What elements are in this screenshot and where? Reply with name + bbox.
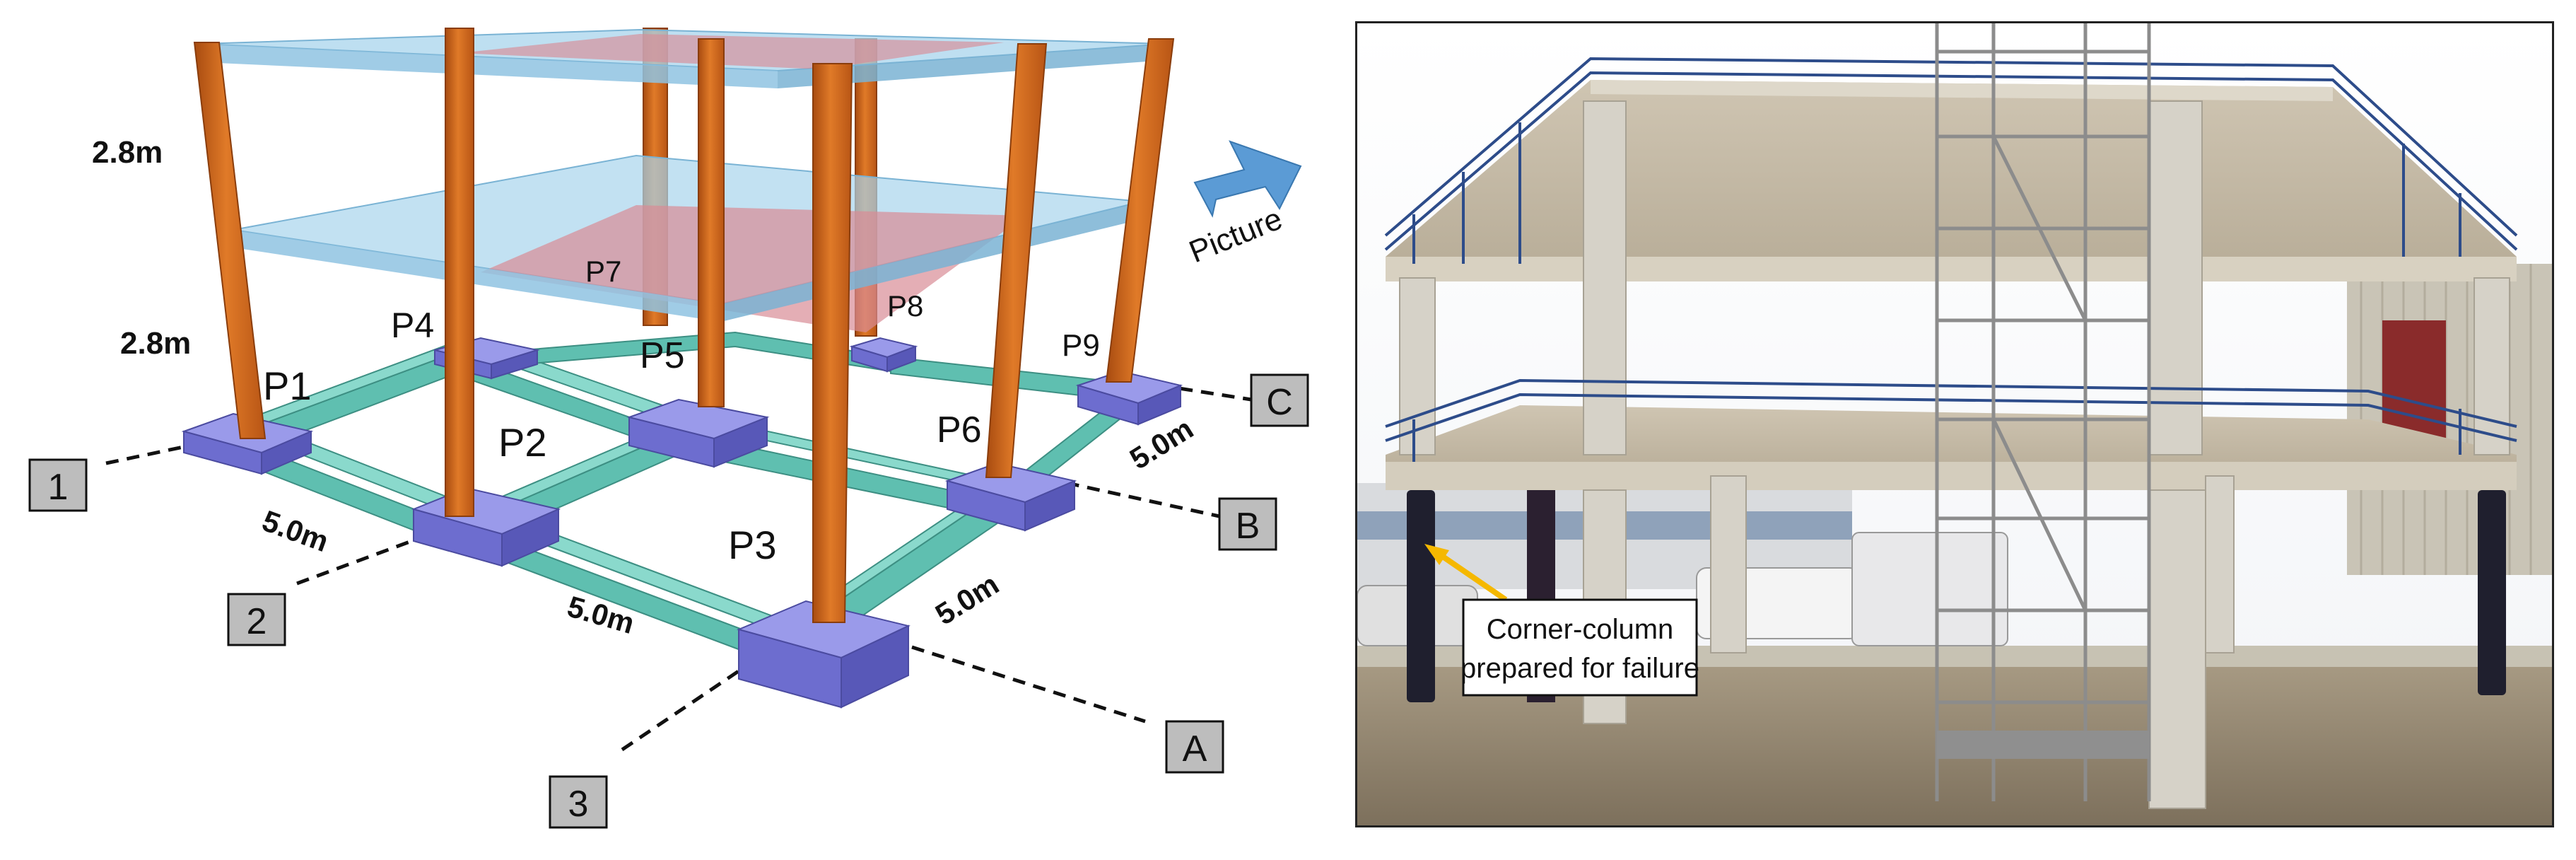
footing-p3 xyxy=(736,600,911,709)
building-photo: Corner-column prepared for failure xyxy=(1355,21,2554,827)
axis-box-a: A xyxy=(1165,720,1224,774)
footing-p8 xyxy=(849,337,918,373)
footing-p9 xyxy=(1075,370,1183,426)
column-label-p1: P1 xyxy=(263,364,312,408)
axis-box-3: 3 xyxy=(549,775,608,829)
column-labels: P1 P2 P3 P4 P5 P6 P7 P8 P9 xyxy=(263,255,1100,567)
column-label-p2: P2 xyxy=(498,420,547,465)
story-height-lower: 2.8m xyxy=(120,326,191,361)
svg-text:1: 1 xyxy=(48,467,69,508)
columns-front xyxy=(193,28,1175,623)
footing-p6 xyxy=(944,462,1077,532)
story-height-upper: 2.8m xyxy=(92,135,163,170)
arrow-icon xyxy=(1193,140,1302,218)
column-label-p5: P5 xyxy=(640,335,685,376)
structure-diagram: 2.8m 2.8m 5.0m 5.0m 5.0m 5.0m P1 P2 P3 P… xyxy=(28,28,1309,829)
svg-text:3: 3 xyxy=(568,784,589,825)
footing-p5 xyxy=(626,398,770,468)
svg-text:C: C xyxy=(1266,382,1293,423)
column-label-p4: P4 xyxy=(391,306,434,345)
column-label-p8: P8 xyxy=(887,289,923,322)
axis-box-2: 2 xyxy=(227,593,286,646)
view-label: Picture xyxy=(1184,202,1287,270)
axis-box-c: C xyxy=(1250,373,1309,427)
concrete-columns xyxy=(1399,100,2510,809)
column-label-p6: P6 xyxy=(937,409,982,451)
scaffolding xyxy=(1935,23,2151,801)
annotation-arrow xyxy=(1424,544,1508,603)
column-p9 xyxy=(1105,38,1175,383)
column-label-p3: P3 xyxy=(728,523,777,567)
span-label-1-2: 5.0m xyxy=(258,504,333,558)
axis-labels: 1 2 3 A B C xyxy=(28,373,1309,829)
span-label-a-b: 5.0m xyxy=(930,567,1005,632)
arrow-head-icon xyxy=(1424,544,1449,565)
scaffold-base xyxy=(1937,731,2149,759)
column-p1 xyxy=(193,42,267,439)
roof-slab-photo xyxy=(1386,80,2517,271)
annotation-line-1: Corner-column xyxy=(1487,614,1674,645)
guard-railings xyxy=(1384,57,2518,462)
svg-text:B: B xyxy=(1236,506,1260,547)
view-arrow: Picture xyxy=(1184,140,1302,270)
annotation-box: Corner-column prepared for failure xyxy=(1460,598,1699,697)
column-p5 xyxy=(698,38,725,407)
first-floor-slab-photo xyxy=(1386,405,2517,476)
axis-box-1: 1 xyxy=(28,458,88,512)
column-p3 xyxy=(812,63,853,623)
column-p6 xyxy=(985,43,1048,478)
svg-text:A: A xyxy=(1183,728,1207,769)
column-label-p9: P9 xyxy=(1062,328,1100,363)
column-label-p7: P7 xyxy=(585,255,621,288)
axis-box-b: B xyxy=(1218,497,1277,551)
column-p2 xyxy=(445,28,474,517)
footings xyxy=(181,337,1183,709)
annotation-line-2: prepared for failure xyxy=(1460,653,1699,684)
removed-bay xyxy=(481,205,1025,332)
svg-text:2: 2 xyxy=(247,601,267,642)
